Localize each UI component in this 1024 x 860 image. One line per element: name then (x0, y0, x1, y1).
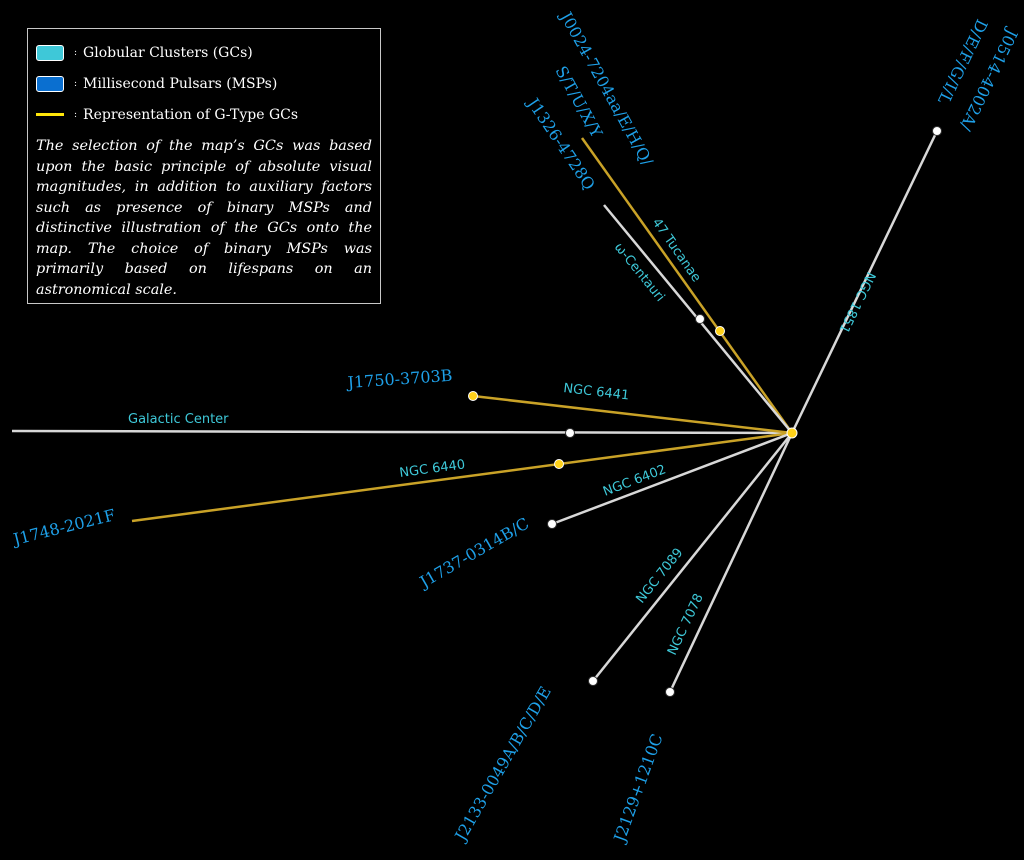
msp-label-ngc-6402: J1737-0314B/C (415, 514, 532, 593)
branch-line-ngc-6402 (551, 431, 793, 526)
marker-ngc-1851 (932, 126, 942, 136)
msp-color-swatch (36, 75, 64, 92)
label-ngc-1851: NGC 1851 (835, 269, 877, 335)
marker-galactic-center (565, 428, 575, 438)
msp-label-ngc-7089: J2133-0049A/B/C/D/E (450, 683, 555, 846)
marker-ngc-7089 (588, 676, 598, 686)
legend-row-gtype: : Representation of G-Type GCs (36, 99, 372, 130)
legend-label-gc: Globular Clusters (GCs) (83, 44, 253, 61)
legend-label-msp: Millisecond Pulsars (MSPs) (83, 75, 278, 92)
legend-row-msp: : Millisecond Pulsars (MSPs) (36, 68, 372, 99)
label-47-tucanae: 47 Tucanae (649, 216, 704, 285)
marker-ngc-6441 (468, 391, 478, 401)
branch-line-ngc-6441 (472, 394, 793, 435)
label-ngc-6402: NGC 6402 (601, 462, 668, 499)
marker-ngc-6440 (554, 459, 564, 469)
marker-center (786, 427, 798, 439)
marker-47-tucanae (715, 326, 725, 336)
branch-line-ngc-1851 (790, 130, 939, 434)
galactic-center-line (11, 429, 793, 435)
gc-color-swatch (36, 44, 64, 61)
legend-description: The selection of the map’s GCs was based… (36, 138, 372, 298)
marker-ngc-6402 (547, 519, 557, 529)
legend-row-gc: : Globular Clusters (GCs) (36, 37, 372, 68)
label-galactic-center: Galactic Center (128, 412, 229, 427)
branch-line-ngc-7078 (668, 432, 794, 693)
marker-ngc-7078 (665, 687, 675, 697)
gtype-line-swatch (36, 113, 64, 116)
branch-line-ngc-7089 (592, 432, 793, 682)
marker-omega-centauri (695, 314, 705, 324)
msp-label-ngc-7078: J2129+1210C (609, 731, 666, 846)
msp-label-ngc-6441: J1750-3703B (345, 366, 453, 392)
legend-colon: : (74, 109, 78, 120)
msp-label-ngc-6440: J1748-2021F (9, 505, 117, 549)
legend-label-gtype: Representation of G-Type GCs (83, 106, 299, 123)
legend-box: : Globular Clusters (GCs) : Millisecond … (27, 28, 381, 304)
legend-colon: : (74, 47, 78, 58)
label-ngc-6441: NGC 6441 (563, 381, 630, 403)
branch-line-ngc-6440 (131, 431, 793, 523)
branch-line-47-tucanae (580, 137, 794, 434)
legend-colon: : (74, 78, 78, 89)
